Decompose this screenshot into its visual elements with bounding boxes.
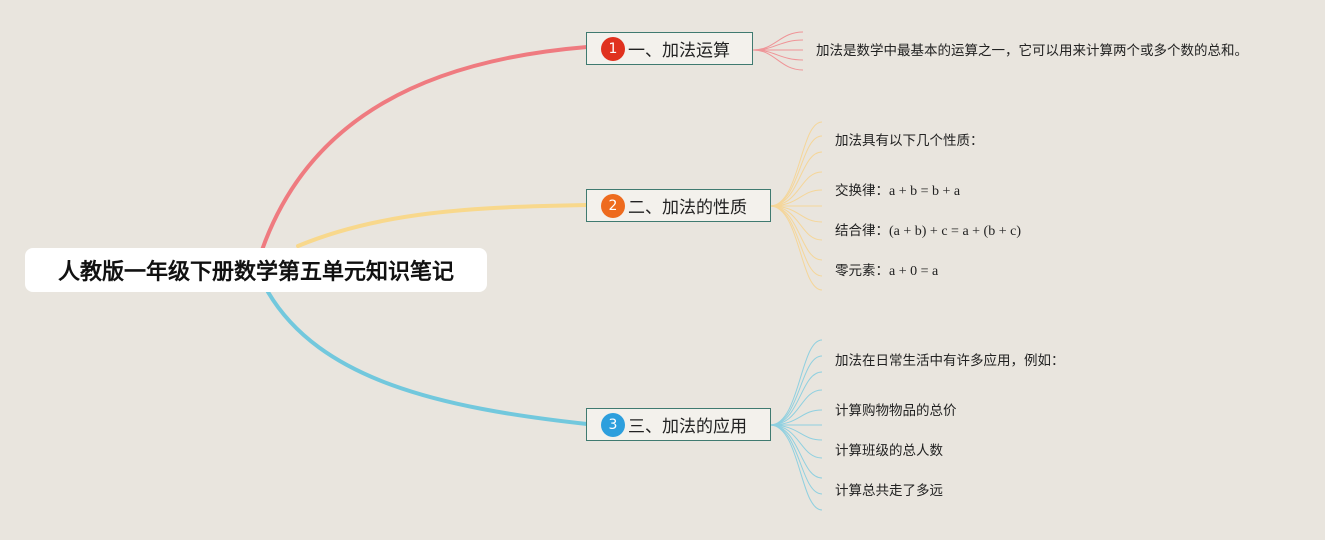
leaf-3-4[interactable]: 计算总共走了多远 [835,482,943,500]
branch-3-curve [266,290,589,426]
number-badge-2: 2 [601,193,625,218]
branch-3-label: 三、加法的应用 [628,417,747,437]
leaf-2-3-text: 结合律： [835,223,889,239]
branch-1-label: 一、加法运算 [628,41,730,61]
branch-3-fan [769,339,823,511]
leaf-3-1-text: 加法在日常生活中有许多应用，例如： [835,353,1065,369]
root-topic[interactable]: 人教版一年级下册数学第五单元知识笔记 [25,248,487,292]
leaf-3-3-text: 计算班级的总人数 [835,443,943,459]
branch-1-curve [260,45,589,252]
leaf-2-1[interactable]: 加法具有以下几个性质： [835,132,984,150]
leaf-2-4-text: 零元素： [835,263,889,279]
branch-2-node[interactable]: 2 二、加法的性质 [586,189,771,222]
leaf-1-1[interactable]: 加法是数学中最基本的运算之一，它可以用来计算两个或多个数的总和。 [816,42,1248,60]
leaf-3-4-text: 计算总共走了多远 [835,483,943,499]
leaf-2-3-formula: (a + b) + c = a + (b + c) [889,224,1021,239]
number-badge-1: 1 [601,36,625,61]
leaf-2-1-text: 加法具有以下几个性质： [835,133,984,149]
branch-1-fan [752,31,804,71]
leaf-1-1-text: 加法是数学中最基本的运算之一，它可以用来计算两个或多个数的总和。 [816,43,1248,59]
leaf-3-2-text: 计算购物物品的总价 [835,403,957,419]
leaf-3-2[interactable]: 计算购物物品的总价 [835,402,957,420]
leaf-2-4[interactable]: 零元素：a + 0 = a [835,262,938,281]
leaf-2-2-text: 交换律： [835,183,889,199]
branch-3-node[interactable]: 3 三、加法的应用 [586,408,771,441]
number-badge-3: 3 [601,412,625,437]
leaf-3-3[interactable]: 计算班级的总人数 [835,442,943,460]
branch-2-curve [296,203,589,248]
leaf-3-1[interactable]: 加法在日常生活中有许多应用，例如： [835,352,1065,370]
branch-2-label: 二、加法的性质 [628,198,747,218]
leaf-2-2[interactable]: 交换律：a + b = b + a [835,182,960,201]
branch-1-node[interactable]: 1 一、加法运算 [586,32,753,65]
leaf-2-3[interactable]: 结合律：(a + b) + c = a + (b + c) [835,222,1021,241]
leaf-2-2-formula: a + b = b + a [889,184,961,199]
root-title: 人教版一年级下册数学第五单元知识笔记 [57,260,454,285]
branch-2-fan [769,121,823,291]
leaf-2-4-formula: a + 0 = a [889,264,939,279]
